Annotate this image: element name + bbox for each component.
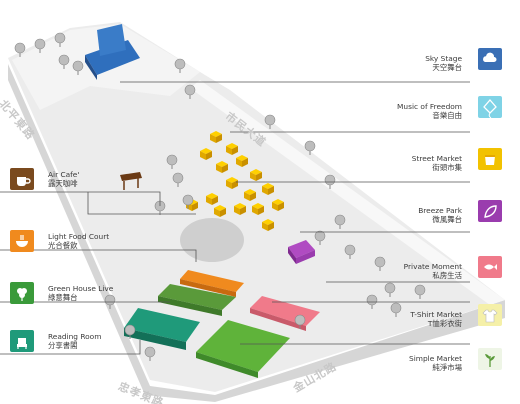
- reading-room-roofs: [124, 308, 200, 350]
- right-legend-item-music-of-freedom-label-en: Music of Freedom: [397, 102, 462, 111]
- left-legend-item-green-house-live-label-zh: 綠意舞台: [48, 293, 78, 302]
- leader-lines: [0, 81, 470, 355]
- market-stall-cube: [236, 155, 248, 167]
- tshirt-icon: [478, 304, 502, 326]
- reading-chair-icon: [10, 330, 34, 352]
- trees: [14, 32, 426, 361]
- market-stall-cube: [244, 189, 256, 201]
- sky-stage-building: [85, 24, 140, 80]
- left-legend-item-air-cafe-label: Air Cafe'露天咖啡: [48, 170, 79, 188]
- left-legend-item-light-food-court-label-en: Light Food Court: [48, 232, 110, 241]
- light-food-court: [180, 270, 244, 297]
- central-road: [190, 80, 505, 305]
- left-legend-item-air-cafe-label-zh: 露天咖啡: [48, 179, 78, 188]
- left-legend-item-light-food-court-label-zh: 光合餐飲: [48, 241, 78, 250]
- market-stall-cube: [234, 203, 246, 215]
- tree: [414, 284, 426, 299]
- tree: [124, 324, 136, 339]
- left-legend-item-reading-room-label-en: Reading Room: [48, 332, 102, 341]
- tree: [54, 32, 66, 47]
- tree: [58, 54, 70, 69]
- tree: [294, 314, 306, 329]
- right-legend-item-music-of-freedom-label-zh: 音樂自由: [432, 111, 462, 120]
- cloud-icon: [478, 48, 502, 70]
- simple-market-roofs: [196, 320, 290, 378]
- right-legend-item-simple-market-label-en: Simple Market: [409, 354, 462, 363]
- right-legend-item-sky-stage-label-en: Sky Stage: [425, 54, 462, 63]
- street-market-stalls: [186, 131, 284, 231]
- tree: [182, 194, 194, 209]
- tree: [366, 294, 378, 309]
- tree: [166, 154, 178, 169]
- cafe-table: [120, 172, 142, 190]
- tree: [264, 114, 276, 129]
- right-legend-item-street-market-label-en: Street Market: [411, 154, 462, 163]
- clover-icon: [10, 282, 34, 304]
- right-legend-item-private-moment-label-zh: 私房生活: [432, 271, 462, 280]
- market-stall-cube: [200, 148, 212, 160]
- pond: [180, 218, 244, 262]
- market-stall-cube: [250, 169, 262, 181]
- left-legend-item-reading-room-label-zh: 分享書閣: [48, 341, 78, 350]
- tree: [324, 174, 336, 189]
- right-legend-item-t-shirt-market-label-zh: T恤彩衣街: [427, 319, 462, 328]
- tree: [334, 214, 346, 229]
- right-legend-item-breeze-park-label-en: Breeze Park: [418, 206, 462, 215]
- tree: [384, 282, 396, 297]
- tree: [184, 84, 196, 99]
- tree: [304, 140, 316, 155]
- market-stall-cube: [226, 143, 238, 155]
- market-stall-cube: [252, 203, 264, 215]
- tree: [374, 256, 386, 271]
- right-legend-item-simple-market-label-zh: 純淨市場: [432, 363, 462, 372]
- right-legend-item-t-shirt-market-label-en: T-Shirt Market: [410, 310, 462, 319]
- market-stall-cube: [206, 193, 218, 205]
- market-stall-cube: [210, 131, 222, 143]
- left-legend-item-green-house-live-label-en: Green House Live: [48, 284, 114, 293]
- tree: [104, 294, 116, 309]
- tree: [390, 302, 402, 317]
- market-stall-cube: [216, 161, 228, 173]
- market-stall-cube: [214, 205, 226, 217]
- tree: [72, 60, 84, 75]
- tree: [144, 346, 156, 361]
- food-bowl-icon: [10, 230, 34, 252]
- tree: [34, 38, 46, 53]
- left-legend-item-air-cafe-label-en: Air Cafe': [48, 170, 80, 179]
- right-legend-item-street-market-label-zh: 街頭市集: [432, 163, 462, 172]
- market-stall-cube: [262, 219, 274, 231]
- leaf-icon: [478, 200, 502, 222]
- green-house-live: [158, 284, 236, 316]
- market-stall-cube: [272, 199, 284, 211]
- tree: [14, 42, 26, 57]
- cafe-cup-icon: [10, 168, 34, 190]
- kite-icon: [478, 96, 502, 118]
- plant-icon: [478, 348, 502, 370]
- market-stall-cube: [262, 183, 274, 195]
- fish-icon: [478, 256, 502, 278]
- cup-icon: [478, 148, 502, 170]
- tree: [172, 172, 184, 187]
- tree: [174, 58, 186, 73]
- right-legend-item-breeze-park-label-zh: 微風舞台: [432, 215, 462, 224]
- tree: [314, 230, 326, 245]
- right-legend-item-private-moment-label-en: Private Moment: [403, 262, 462, 271]
- right-legend-item-sky-stage-label-zh: 天空舞台: [432, 63, 462, 72]
- breeze-park-stage: [288, 240, 315, 264]
- tree: [344, 244, 356, 259]
